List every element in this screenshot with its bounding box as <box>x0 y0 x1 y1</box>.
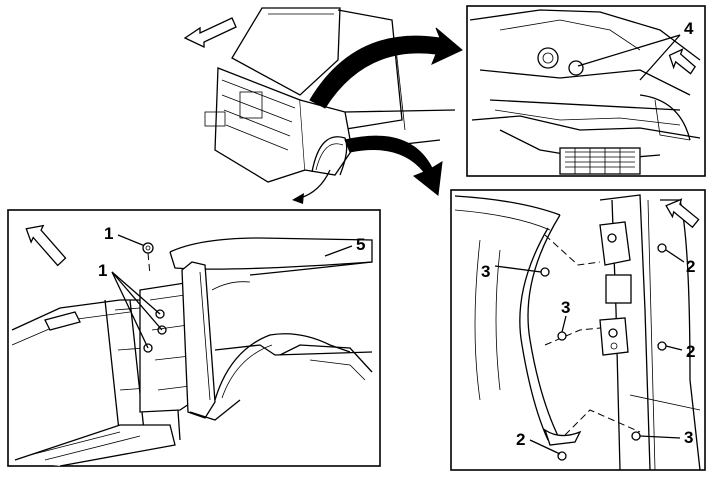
vehicle-overview <box>183 7 463 204</box>
callout-3-bottom: 3 <box>684 428 693 447</box>
detail-panel-left: 1 1 5 <box>7 209 381 467</box>
callout-5: 5 <box>356 235 365 254</box>
callout-1-group: 1 <box>98 261 107 280</box>
bolt-icon <box>142 242 154 254</box>
callout-2-bottom: 2 <box>516 430 525 449</box>
callout-2-mid: 2 <box>686 342 695 361</box>
callout-1-top: 1 <box>104 224 113 243</box>
bolt-icon <box>631 431 641 441</box>
forward-arrow-icon <box>668 48 697 75</box>
callout-4: 4 <box>684 19 694 38</box>
detail-panel-top-right: 4 <box>466 5 706 177</box>
callout-2-upper: 2 <box>686 257 695 276</box>
forward-arrow-icon <box>25 224 67 267</box>
callout-3-mid: 3 <box>561 298 570 317</box>
bolt-icon <box>557 331 567 341</box>
callout-3-upper-left: 3 <box>481 262 490 281</box>
forward-arrow-icon <box>183 17 237 49</box>
bolt-icon <box>540 267 550 277</box>
forward-arrow-icon <box>665 198 700 229</box>
bolt-icon <box>657 341 667 351</box>
detail-panel-right: 2 3 3 2 2 3 <box>450 189 706 471</box>
bolt-icon <box>657 243 667 253</box>
